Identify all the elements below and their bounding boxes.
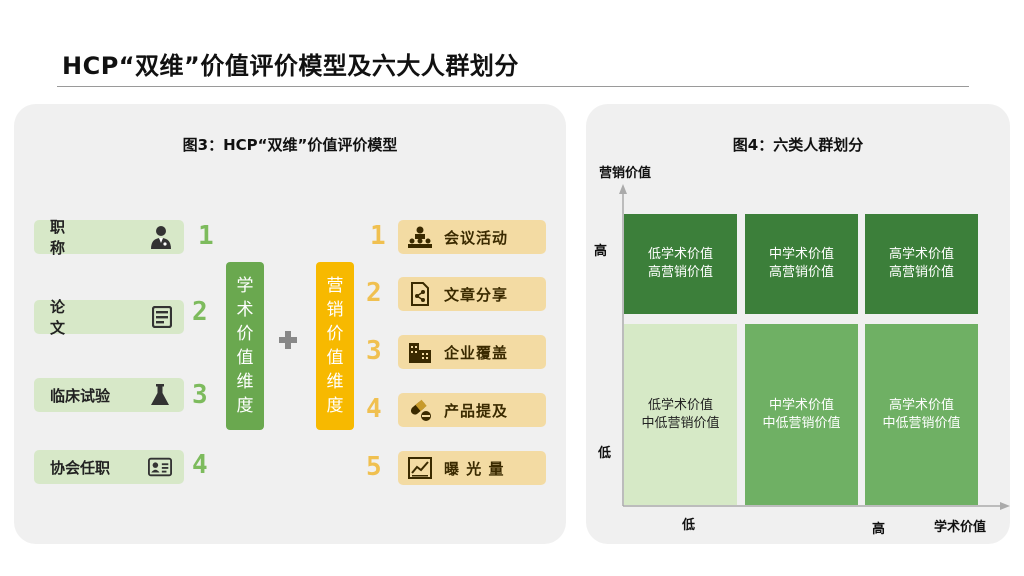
- flask-icon: [148, 383, 172, 407]
- segment-cell: 低学术价值 中低营销价值: [624, 324, 737, 505]
- academic-item-label: 职 称: [50, 218, 96, 257]
- academic-number: 3: [192, 380, 208, 410]
- marketing-bar-char: 销: [326, 300, 344, 320]
- segmentation-panel-title: 图4：六类人群划分: [732, 136, 864, 154]
- academic-number: 1: [198, 221, 214, 251]
- marketing-number: 3: [366, 336, 382, 366]
- academic-item-label: 论 文: [50, 298, 96, 337]
- marketing-item-share: 文章分享: [398, 277, 546, 311]
- segment-marketing: 中低营销价值: [882, 415, 961, 431]
- academic-bar-char: 维: [236, 372, 254, 392]
- academic-item-title: 职 称: [34, 218, 184, 257]
- segment-marketing: 中低营销价值: [762, 415, 841, 431]
- academic-number: 4: [192, 450, 208, 480]
- segment-marketing: 高营销价值: [888, 265, 954, 280]
- axes: [619, 184, 1010, 510]
- doctor-icon: [150, 225, 172, 249]
- marketing-number: 1: [370, 221, 386, 251]
- academic-item-association: 协会任职: [34, 450, 184, 484]
- academic-item-trial: 临床试验: [34, 378, 184, 412]
- marketing-item-label: 产品提及: [444, 401, 509, 420]
- marketing-item-mention: 产品提及: [398, 393, 546, 427]
- model-panel: 图3：HCP“双维”价值评价模型 职 称 论 文 临床试验 协会任职 1 2 3…: [14, 104, 566, 544]
- y-axis-title: 营销价值: [599, 166, 652, 181]
- academic-bar-char: 学: [236, 276, 254, 296]
- segment-academic: 中学术价值: [768, 397, 834, 413]
- x-axis-high: 高: [872, 522, 886, 537]
- segment-cell: 高学术价值 中低营销价值: [865, 324, 978, 505]
- building-icon: [408, 340, 432, 364]
- segment-academic: 中学术价值: [768, 247, 834, 262]
- academic-bar-char: 度: [236, 396, 254, 416]
- academic-bar-char: 价: [236, 324, 254, 344]
- marketing-item-coverage: 企业覆盖: [398, 335, 546, 369]
- pill-icon: [408, 398, 432, 422]
- academic-bar-char: 值: [236, 348, 254, 368]
- segment-marketing: 高营销价值: [647, 265, 713, 280]
- marketing-item-label: 企业覆盖: [444, 343, 509, 362]
- segment-marketing: 高营销价值: [768, 265, 834, 280]
- segment-cell: 中学术价值 中低营销价值: [745, 324, 858, 505]
- segment-marketing: 中低营销价值: [641, 415, 720, 431]
- segment-academic: 低学术价值: [647, 397, 713, 413]
- marketing-number: 2: [366, 278, 382, 308]
- marketing-number: 4: [366, 394, 382, 424]
- marketing-dimension-bar: 营销价值维度: [316, 262, 354, 430]
- marketing-number: 5: [366, 452, 382, 482]
- segment-academic: 低学术价值: [647, 247, 713, 262]
- x-axis-low: 低: [682, 518, 696, 533]
- marketing-bar-char: 维: [326, 372, 344, 392]
- document-list-icon: [152, 305, 172, 329]
- segment-academic: 高学术价值: [888, 247, 954, 262]
- plus-icon: [279, 331, 297, 349]
- marketing-bar-char: 值: [326, 348, 344, 368]
- segment-academic: 高学术价值: [888, 397, 954, 413]
- marketing-item-label: 曝 光 量: [444, 459, 505, 478]
- academic-dimension-bar: 学术价值维度: [226, 262, 264, 430]
- academic-item-label: 协会任职: [50, 458, 111, 477]
- page-title: HCP“双维”价值评价模型及六大人群划分: [62, 52, 519, 80]
- y-axis-high: 高: [594, 244, 608, 259]
- segment-cell: 低学术价值 高营销价值: [624, 214, 737, 314]
- marketing-item-label: 文章分享: [444, 285, 509, 304]
- meeting-icon: [408, 225, 432, 249]
- share-document-icon: [408, 282, 432, 306]
- segment-cell: 高学术价值 高营销价值: [865, 214, 978, 314]
- x-axis-title: 学术价值: [934, 520, 987, 535]
- segmentation-panel: 图4：六类人群划分 营销价值 高 低 低 高 学术价值 低学术价值 高营销价值 …: [586, 104, 1010, 544]
- id-card-icon: [148, 455, 172, 479]
- marketing-bar-char: 营: [326, 276, 344, 296]
- marketing-item-label: 会议活动: [444, 228, 509, 247]
- segment-cell: 中学术价值 高营销价值: [745, 214, 858, 314]
- marketing-item-exposure: 曝 光 量: [398, 451, 546, 485]
- academic-number: 2: [192, 297, 208, 327]
- chart-icon: [408, 456, 432, 480]
- y-axis-low: 低: [598, 446, 612, 461]
- marketing-bar-char: 价: [326, 324, 344, 344]
- academic-item-label: 临床试验: [50, 386, 111, 405]
- title-divider: [57, 86, 969, 87]
- model-panel-title: 图3：HCP“双维”价值评价模型: [182, 136, 398, 154]
- academic-bar-char: 术: [236, 300, 254, 320]
- academic-item-paper: 论 文: [34, 298, 184, 337]
- marketing-item-meeting: 会议活动: [398, 220, 546, 254]
- marketing-bar-char: 度: [326, 396, 344, 416]
